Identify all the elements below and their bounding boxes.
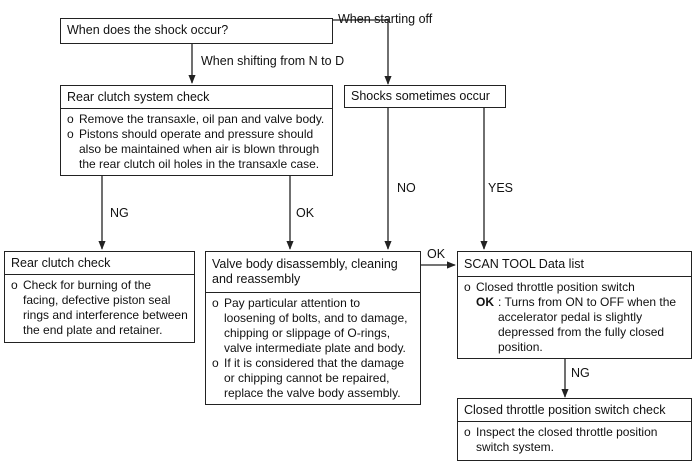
valve-body-title-line: and reassembly xyxy=(212,272,301,286)
scan-tool-box: SCAN TOOL Data list o Closed throttle po… xyxy=(457,251,692,359)
shocks-sometimes-box: Shocks sometimes occur xyxy=(344,85,506,108)
list-item: o Pay particular attention to loosening … xyxy=(212,296,414,356)
ok-criteria: OK : Turns from ON to OFF when the accel… xyxy=(464,295,685,355)
label-no: NO xyxy=(397,181,416,195)
item-text: Check for burning of the facing, defecti… xyxy=(23,278,188,337)
valve-body-title-line: Valve body disassembly, cleaning xyxy=(212,257,398,271)
label-when-starting-off: When starting off xyxy=(338,12,433,26)
list-item: o If it is considered that the damage or… xyxy=(212,356,414,401)
list-item: o Remove the transaxle, oil pan and valv… xyxy=(67,112,326,127)
rear-clutch-system-check-body: o Remove the transaxle, oil pan and valv… xyxy=(61,108,332,175)
list-item: o Pistons should operate and pressure sh… xyxy=(67,127,326,172)
bullet: o xyxy=(67,127,74,141)
label-ng-rear-clutch: NG xyxy=(110,206,129,220)
item-text: Remove the transaxle, oil pan and valve … xyxy=(79,112,325,126)
rear-clutch-check-body: o Check for burning of the facing, defec… xyxy=(5,274,194,341)
ok-label: OK xyxy=(476,295,494,309)
bullet: o xyxy=(464,280,471,294)
item-text: Pistons should operate and pressure shou… xyxy=(79,127,320,171)
list-item: o Check for burning of the facing, defec… xyxy=(11,278,188,338)
ctps-check-title: Closed throttle position switch check xyxy=(464,403,666,417)
valve-body-box: Valve body disassembly, cleaning and rea… xyxy=(205,251,421,405)
label-ng-ctps: NG xyxy=(571,366,590,380)
bullet: o xyxy=(212,296,219,310)
rear-clutch-check-box: Rear clutch check o Check for burning of… xyxy=(4,251,195,343)
valve-body-body: o Pay particular attention to loosening … xyxy=(206,292,420,404)
ctps-check-box: Closed throttle position switch check o … xyxy=(457,398,692,461)
arrow-q-to-shocks xyxy=(333,19,392,85)
list-item: o Inspect the closed throttle position s… xyxy=(464,425,685,455)
scan-tool-body: o Closed throttle position switch OK : T… xyxy=(458,276,691,358)
question-text: When does the shock occur? xyxy=(67,23,229,37)
ok-text: : Turns from ON to OFF when the accelera… xyxy=(498,295,677,354)
rear-clutch-system-check-title: Rear clutch system check xyxy=(67,90,210,104)
valve-body-title: Valve body disassembly, cleaning and rea… xyxy=(206,252,420,292)
item-text: Pay particular attention to loosening of… xyxy=(224,296,408,355)
ctps-check-body: o Inspect the closed throttle position s… xyxy=(458,421,691,458)
rear-clutch-system-check-box: Rear clutch system check o Remove the tr… xyxy=(60,85,333,176)
label-ok-valve: OK xyxy=(296,206,315,220)
item-text: Inspect the closed throttle position swi… xyxy=(476,425,658,454)
question-box: When does the shock occur? xyxy=(60,18,333,44)
label-when-shifting: When shifting from N to D xyxy=(201,54,345,68)
bullet: o xyxy=(67,112,74,126)
label-yes: YES xyxy=(488,181,514,195)
shocks-sometimes-text: Shocks sometimes occur xyxy=(351,89,490,103)
item-text: If it is considered that the damage or c… xyxy=(224,356,405,400)
bullet: o xyxy=(212,356,219,370)
bullet: o xyxy=(464,425,471,439)
label-ok-scan: OK xyxy=(427,247,446,261)
scan-tool-title: SCAN TOOL Data list xyxy=(464,257,584,271)
bullet: o xyxy=(11,278,18,292)
rear-clutch-check-title: Rear clutch check xyxy=(11,256,111,270)
item-text: Closed throttle position switch xyxy=(476,280,635,294)
list-item: o Closed throttle position switch xyxy=(464,280,685,295)
